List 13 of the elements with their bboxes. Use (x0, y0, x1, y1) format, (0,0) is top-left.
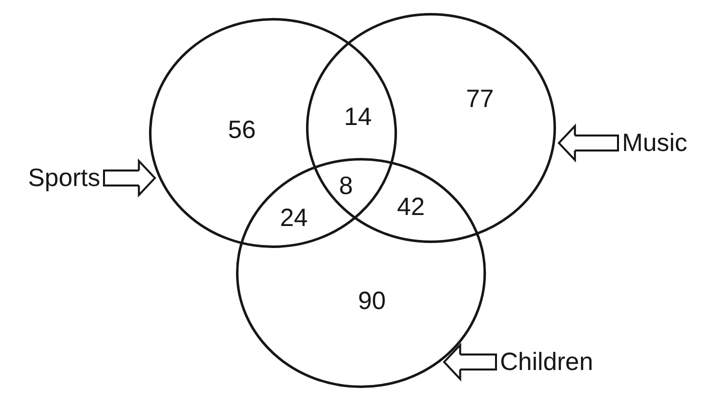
venn-circle (149, 18, 397, 248)
region-count: 77 (466, 84, 494, 114)
region-count: 42 (397, 192, 425, 222)
set-label: Children (500, 348, 594, 376)
venn-circle (306, 13, 556, 243)
set-label: Music (622, 128, 688, 158)
region-count: 56 (228, 116, 256, 144)
region-count: 90 (358, 286, 386, 316)
set-label: Sports (28, 164, 100, 192)
region-count: 24 (280, 204, 308, 232)
region-count: 8 (339, 172, 353, 200)
region-count: 14 (344, 102, 372, 132)
venn-circle (236, 158, 486, 388)
